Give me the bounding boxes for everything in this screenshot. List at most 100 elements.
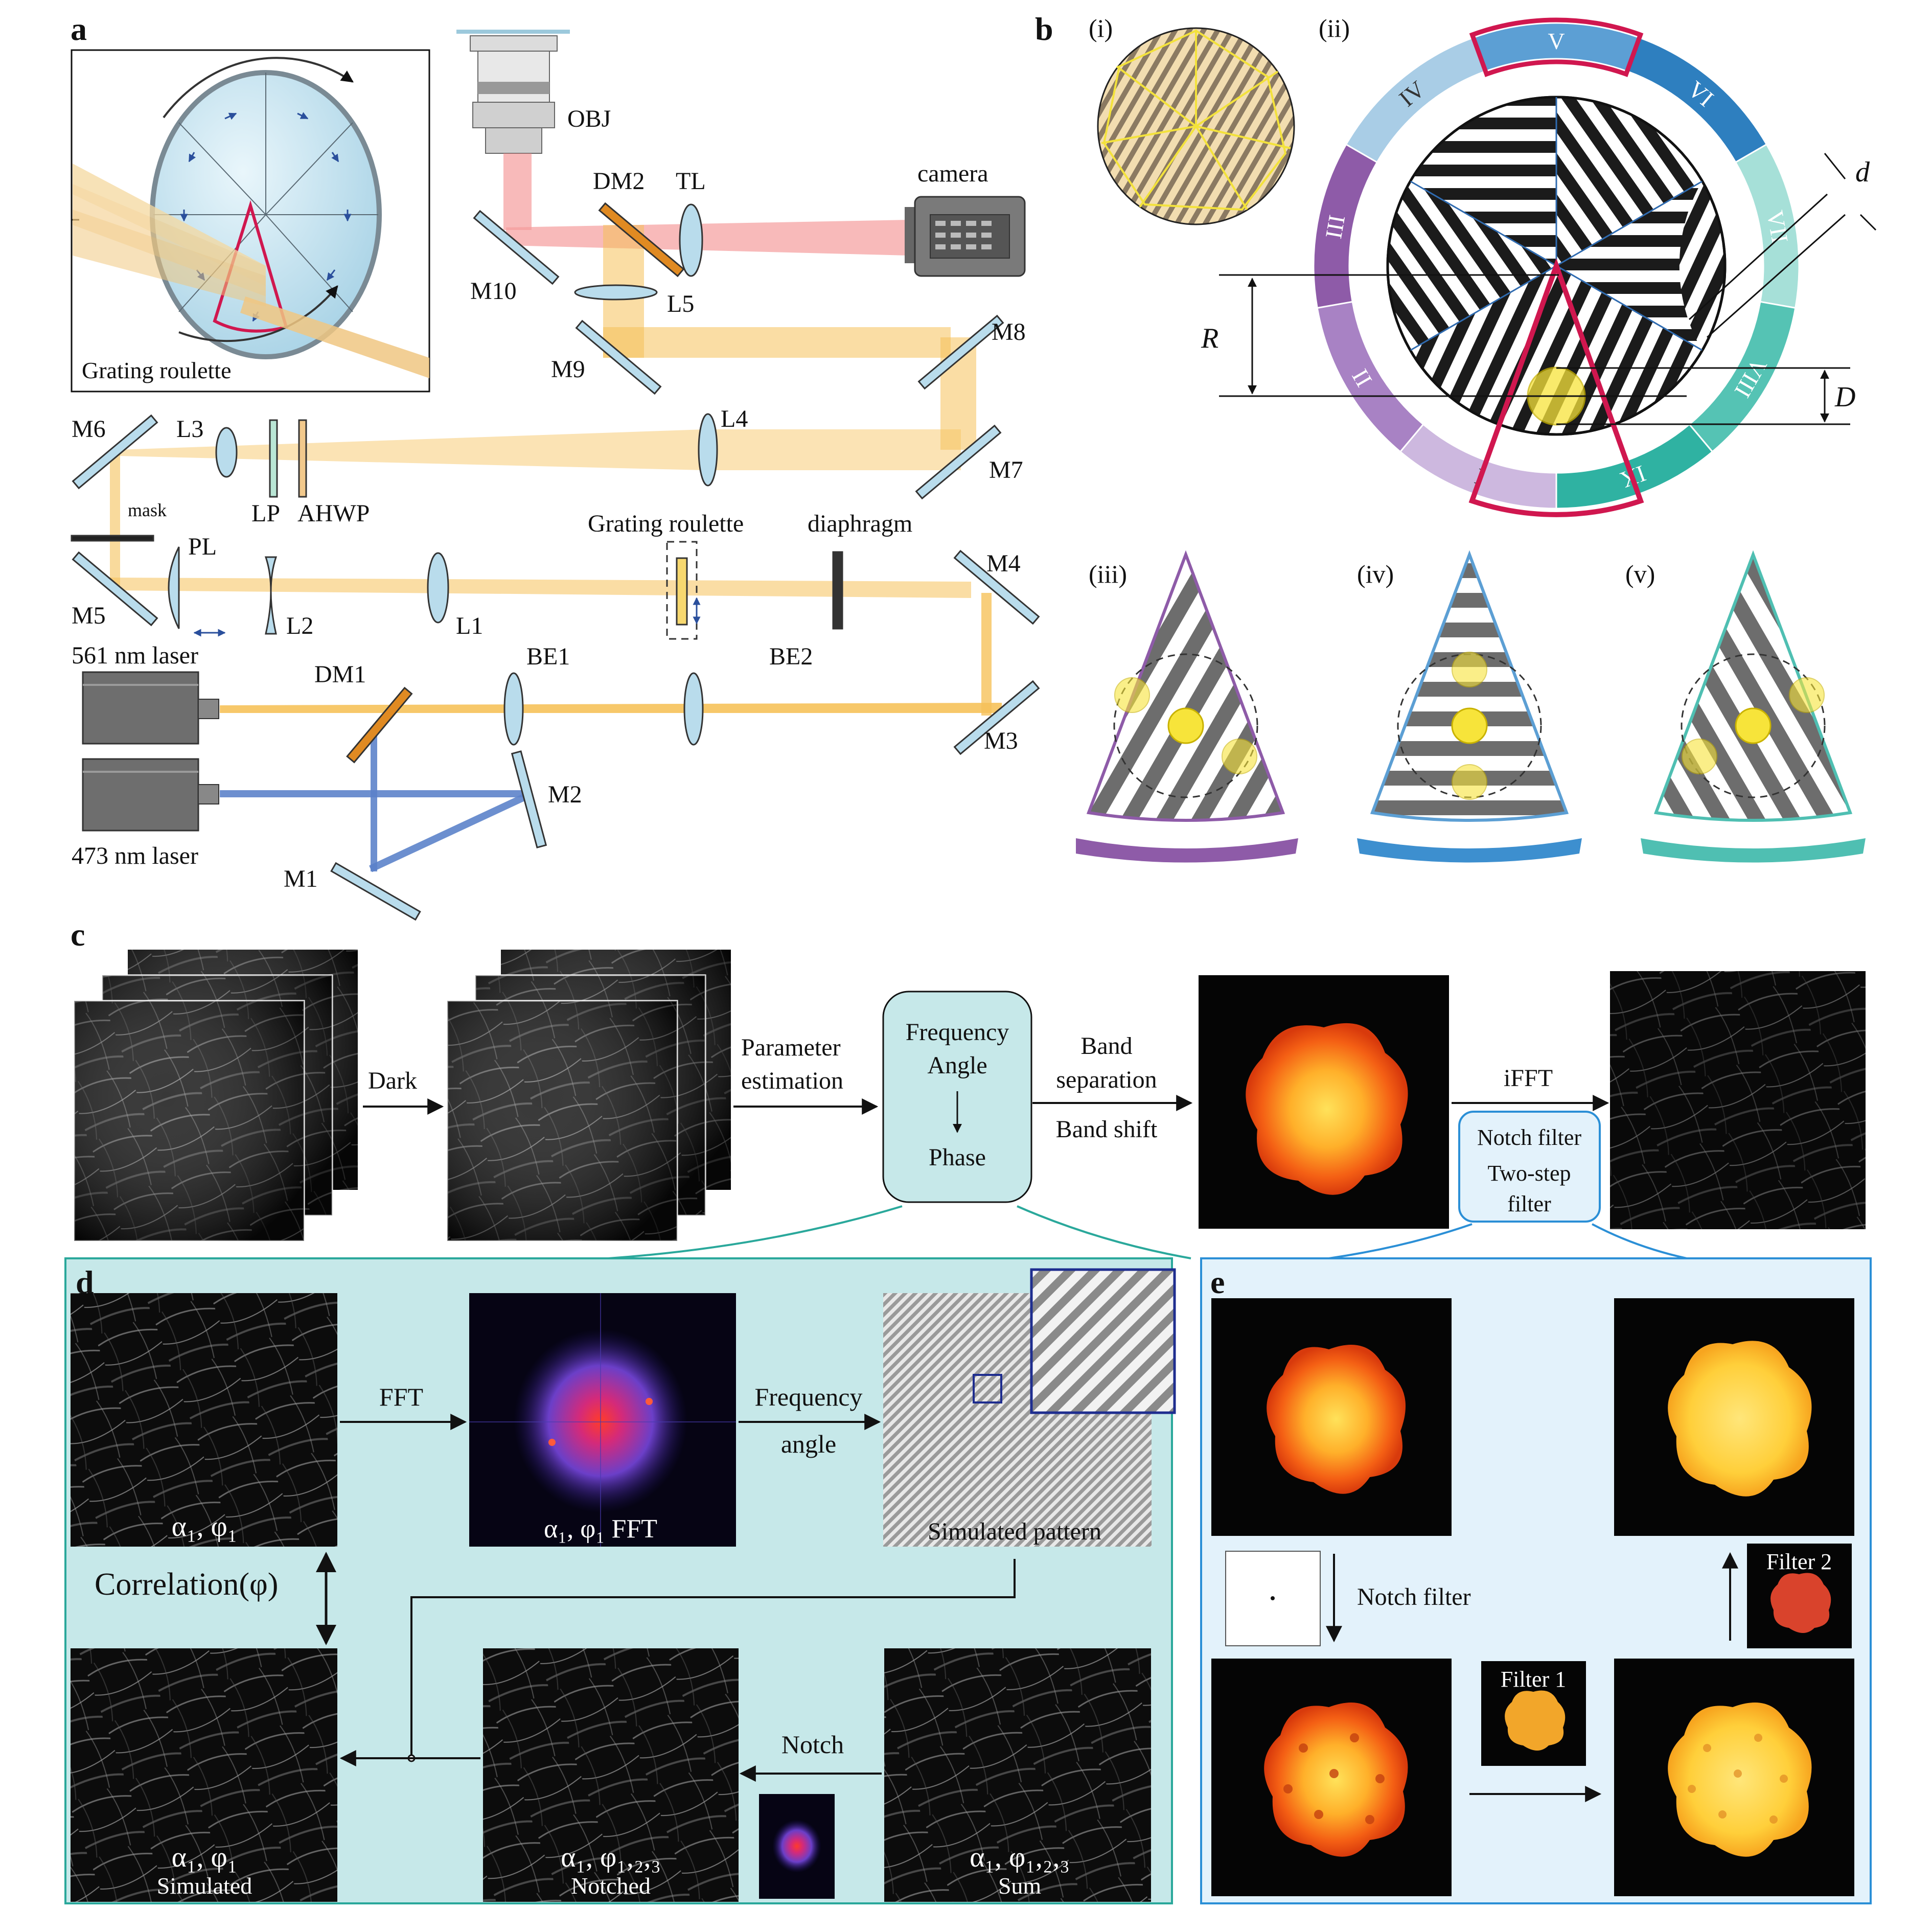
dimension-lines xyxy=(1219,153,1877,425)
separated-bands-image xyxy=(1199,975,1449,1229)
raw-image-a1: α₁, φ₁ xyxy=(71,1293,337,1547)
label-l2: L2 xyxy=(286,612,313,639)
label-561-laser: 561 nm laser xyxy=(72,642,198,669)
label-dm2: DM2 xyxy=(593,168,645,195)
label-m5: M5 xyxy=(72,602,106,629)
ring-sector-i xyxy=(1399,423,1557,510)
simulated-pattern-caption: Simulated pattern xyxy=(928,1518,1101,1545)
inset-title: Grating roulette xyxy=(82,357,232,383)
mirror-m10 xyxy=(473,210,560,285)
lens-l1 xyxy=(427,552,449,624)
dichroic-dm1 xyxy=(346,686,413,764)
panel-e: e Notch filter Filter 2 Filter 1 xyxy=(1200,1257,1872,1904)
label-m4: M4 xyxy=(986,550,1021,577)
simulated-image: α₁, φ₁ Simulated xyxy=(71,1648,337,1902)
fft-image: α₁, φ₁ FFT xyxy=(469,1293,736,1547)
laser-561 xyxy=(82,671,219,745)
sum-image-caption: α₁, φ₁,₂,₃ xyxy=(970,1842,1070,1873)
optical-elements xyxy=(71,202,1040,921)
emission-beam-horizontal xyxy=(506,220,910,256)
ring-sector-label-iii: III xyxy=(1320,213,1350,241)
sublabel-ii: (ii) xyxy=(1319,14,1350,42)
mirror-m1 xyxy=(330,862,421,921)
notch-filter-label: Notch filter xyxy=(1357,1583,1471,1611)
label-dm1: DM1 xyxy=(314,661,366,688)
label-m2: M2 xyxy=(548,781,582,808)
parameter-box: Frequency Angle Phase xyxy=(882,991,1032,1203)
sublabel-iv: (iv) xyxy=(1357,560,1394,588)
excitation-beam-main xyxy=(110,578,971,598)
sector-detail-iv xyxy=(1357,550,1582,863)
panel-e-label: e xyxy=(1210,1264,1225,1300)
arrow-dark-label: Dark xyxy=(368,1067,417,1094)
notched-image: α₁, φ₁,₂,₃ Notched xyxy=(483,1648,739,1902)
panel-b-label: b xyxy=(1035,11,1053,47)
dark-corrected-stack xyxy=(446,950,731,1242)
label-m6: M6 xyxy=(72,416,106,443)
label-m8: M8 xyxy=(992,318,1026,346)
sublabel-i: (i) xyxy=(1089,14,1113,42)
mirror-m8 xyxy=(917,314,1004,390)
mirror-m5 xyxy=(72,551,158,627)
arrow-band-shift: Band shift xyxy=(1056,1116,1158,1143)
lens-l4 xyxy=(698,413,718,487)
filter-box-line3: filter xyxy=(1507,1191,1551,1216)
arrow-notch-label: Notch xyxy=(781,1730,844,1759)
arrow-band-line2: separation xyxy=(1056,1066,1157,1093)
param-phase: Phase xyxy=(929,1144,986,1171)
laser-473 xyxy=(82,758,219,832)
simulated-image-caption: α₁, φ₁ xyxy=(172,1842,238,1873)
mirror-m4 xyxy=(953,549,1040,625)
mirror-m3 xyxy=(953,680,1040,755)
mirror-m6 xyxy=(72,414,158,490)
arrow-param-line2: estimation xyxy=(741,1067,843,1094)
active-sector-outline xyxy=(213,200,288,333)
filter1-label: Filter 1 xyxy=(1501,1667,1566,1692)
label-m3: M3 xyxy=(984,727,1018,754)
sector-detail-iii xyxy=(1076,550,1298,863)
label-diaphragm: diaphragm xyxy=(808,510,912,537)
rotation-arrow-bottom xyxy=(178,285,338,342)
param-angle: Angle xyxy=(927,1052,987,1079)
grating-roulette-element xyxy=(676,557,688,626)
panel-a-label: a xyxy=(71,11,87,47)
label-ahwp: AHWP xyxy=(297,500,370,527)
dichroic-dm2 xyxy=(598,202,685,278)
beam-paths xyxy=(110,153,1002,872)
pattern-zoom-inset xyxy=(1030,1268,1176,1414)
label-camera: camera xyxy=(917,160,988,187)
label-473-laser: 473 nm laser xyxy=(72,842,198,869)
label-tl: TL xyxy=(676,168,706,195)
simulated-pattern: Simulated pattern xyxy=(883,1268,1176,1547)
label-lp: LP xyxy=(251,500,280,527)
raw-image-caption: α₁, φ₁ xyxy=(172,1511,238,1543)
dim-d: d xyxy=(1855,156,1870,188)
ring-sector-ix xyxy=(1555,423,1714,510)
exit-beam xyxy=(240,296,429,378)
notched-image-sub: Notched xyxy=(571,1873,651,1899)
filter-box-line1: Notch filter xyxy=(1477,1125,1581,1150)
label-l3: L3 xyxy=(176,416,203,443)
band-image-original xyxy=(1211,1298,1452,1536)
arrow-angle-label: angle xyxy=(781,1430,836,1458)
notch-fft-thumbnail xyxy=(759,1794,835,1899)
band-image-final xyxy=(1614,1298,1854,1536)
lens-be2 xyxy=(683,672,704,746)
label-grating-roulette: Grating roulette xyxy=(588,510,744,537)
arrow-fft-label: FFT xyxy=(379,1383,423,1411)
raw-image-stack xyxy=(73,950,358,1242)
panel-c-label: c xyxy=(71,916,85,953)
active-sector xyxy=(1468,258,1644,517)
reconstructed-image xyxy=(1610,971,1866,1229)
arrow-frequency-label: Frequency xyxy=(754,1383,862,1411)
dim-r: R xyxy=(1201,323,1218,354)
panel-c: c Dark Parameter estimation Frequency An… xyxy=(71,916,1866,1259)
filter1-thumbnail: Filter 1 xyxy=(1481,1661,1586,1766)
ring-sector-active-outline xyxy=(1469,17,1644,77)
incoming-beams xyxy=(73,164,266,307)
excitation-beam-m8 xyxy=(603,327,951,358)
param-frequency: Frequency xyxy=(906,1019,1009,1046)
simulated-image-sub: Simulated xyxy=(157,1873,252,1899)
